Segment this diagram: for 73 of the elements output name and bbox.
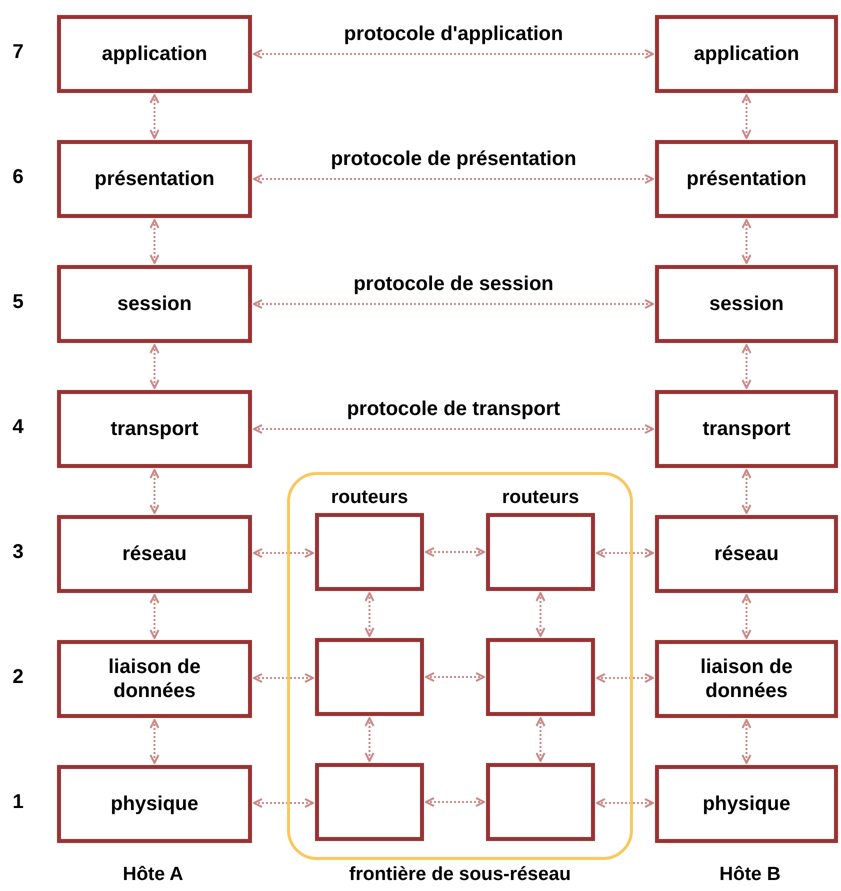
layer-name: transport	[702, 417, 790, 441]
double-arrow	[742, 219, 752, 264]
subnet-caption: frontière de sous-réseau	[348, 864, 572, 886]
double-arrow	[150, 594, 160, 639]
layer-name: présentation	[686, 167, 807, 191]
router-box	[315, 763, 424, 841]
double-arrow	[150, 219, 160, 264]
double-arrow	[253, 798, 314, 808]
double-arrow	[425, 672, 485, 682]
layer-box	[655, 765, 838, 843]
double-arrow	[364, 592, 374, 637]
layer-name: réseau	[122, 542, 187, 566]
router-box	[486, 638, 595, 716]
layer-name: présentation	[94, 167, 215, 191]
layer-box	[655, 140, 838, 218]
layer-number: 1	[12, 791, 24, 814]
double-arrow	[742, 344, 752, 389]
layer-name: session	[709, 292, 784, 316]
layer-name: physique	[110, 792, 198, 816]
double-arrow	[742, 94, 752, 139]
double-arrow	[253, 424, 654, 434]
double-arrow	[253, 299, 654, 309]
layer-number: 7	[12, 41, 24, 64]
column-heading: routeurs	[500, 487, 580, 509]
layer-box	[57, 15, 252, 93]
router-box	[315, 638, 424, 716]
layer-number: 2	[12, 666, 24, 689]
layer-box	[57, 265, 252, 343]
double-arrow	[742, 594, 752, 639]
double-arrow	[536, 717, 546, 762]
double-arrow	[150, 719, 160, 764]
layer-box	[655, 265, 838, 343]
layer-box	[57, 640, 252, 718]
double-arrow	[253, 49, 654, 59]
double-arrow	[150, 469, 160, 514]
layer-name: application	[102, 42, 208, 66]
layer-box	[655, 15, 838, 93]
double-arrow	[596, 673, 654, 683]
double-arrow	[425, 797, 485, 807]
layer-box	[57, 765, 252, 843]
layer-number: 3	[12, 541, 24, 564]
layer-number: 5	[12, 291, 24, 314]
host-caption: Hôte A	[122, 864, 184, 886]
layer-number: 6	[12, 166, 24, 189]
layer-number: 4	[12, 416, 24, 439]
double-arrow	[596, 798, 654, 808]
double-arrow	[536, 592, 546, 637]
double-arrow	[150, 344, 160, 389]
layer-name: session	[117, 292, 192, 316]
layer-box	[655, 640, 838, 718]
double-arrow	[253, 174, 654, 184]
layer-name: application	[694, 42, 800, 66]
layer-box	[655, 515, 838, 593]
layer-box	[57, 390, 252, 468]
double-arrow	[150, 94, 160, 139]
host-caption: Hôte B	[719, 864, 781, 886]
double-arrow	[253, 673, 314, 683]
layer-box	[655, 390, 838, 468]
double-arrow	[742, 719, 752, 764]
column-heading: routeurs	[330, 487, 410, 509]
double-arrow	[596, 548, 654, 558]
double-arrow	[253, 548, 314, 558]
layer-name: physique	[702, 792, 790, 816]
layer-name: réseau	[714, 542, 779, 566]
layer-name: transport	[110, 417, 198, 441]
double-arrow	[742, 469, 752, 514]
router-box	[486, 763, 595, 841]
layer-box	[57, 515, 252, 593]
double-arrow	[364, 717, 374, 762]
layer-box	[57, 140, 252, 218]
layer-name: liaison de données	[699, 655, 794, 703]
double-arrow	[425, 547, 485, 557]
layer-name: liaison de données	[107, 655, 202, 703]
